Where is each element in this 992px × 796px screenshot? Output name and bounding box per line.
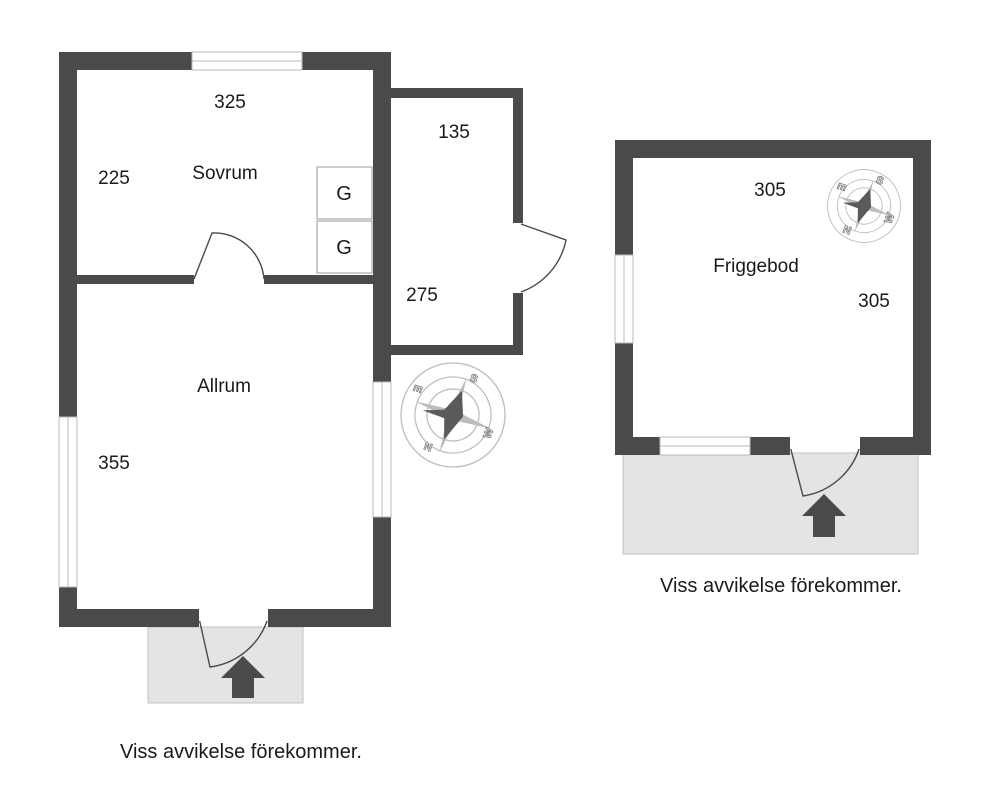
compass-rose-icon bbox=[385, 347, 521, 483]
compass-n-letter: N bbox=[423, 439, 435, 453]
friggebod-disclaimer: Viss avvikelse förekommer. bbox=[660, 575, 902, 597]
hall-walls bbox=[373, 88, 523, 355]
sovrum-width-label: 325 bbox=[214, 92, 246, 113]
friggebod-name-label: Friggebod bbox=[713, 256, 799, 277]
friggebod-deck bbox=[622, 452, 919, 555]
entrance-deck bbox=[147, 626, 304, 704]
sovrum-depth-label: 225 bbox=[98, 168, 130, 189]
friggebod-compass-n-letter: N bbox=[842, 222, 854, 236]
wardrobes: G G bbox=[316, 166, 373, 274]
allrum-name-label: Allrum bbox=[197, 376, 251, 397]
friggebod-compass-e-letter: E bbox=[834, 181, 848, 192]
compass-e-letter: E bbox=[410, 383, 424, 394]
hall-depth-label: 275 bbox=[406, 285, 438, 306]
entrance-arrow-icon bbox=[221, 656, 265, 698]
wardrobe-1-label: G bbox=[336, 183, 352, 205]
entrance-door bbox=[198, 615, 269, 668]
friggebod-door bbox=[789, 443, 861, 497]
friggebod-compass-rose-icon bbox=[816, 158, 912, 254]
wardrobe-2-label: G bbox=[336, 237, 352, 259]
friggebod-entrance-arrow-icon bbox=[802, 494, 846, 537]
main-building: G G 325 Sovrum 225 135 275 Allrum 355 N … bbox=[58, 51, 567, 763]
sovrum-name-label: Sovrum bbox=[192, 163, 257, 184]
compass-s-letter: S bbox=[468, 372, 479, 386]
interior-wall bbox=[77, 275, 373, 284]
wardrobe-2 bbox=[316, 220, 373, 274]
wardrobe-1 bbox=[316, 166, 373, 220]
exterior-walls bbox=[59, 52, 391, 627]
friggebod-depth-label: 305 bbox=[858, 291, 890, 312]
bedroom-door bbox=[193, 232, 265, 280]
main-disclaimer: Viss avvikelse förekommer. bbox=[120, 741, 362, 763]
friggebod-compass-s-letter: S bbox=[874, 174, 885, 188]
hall-door bbox=[515, 222, 567, 294]
allrum-depth-label: 355 bbox=[98, 453, 130, 474]
friggebod-width-label: 305 bbox=[754, 180, 786, 201]
friggebod-building: 305 Friggebod 305 N S W E Viss avvikelse… bbox=[614, 140, 931, 597]
hall-width-label: 135 bbox=[438, 122, 470, 143]
friggebod-walls bbox=[615, 140, 931, 455]
